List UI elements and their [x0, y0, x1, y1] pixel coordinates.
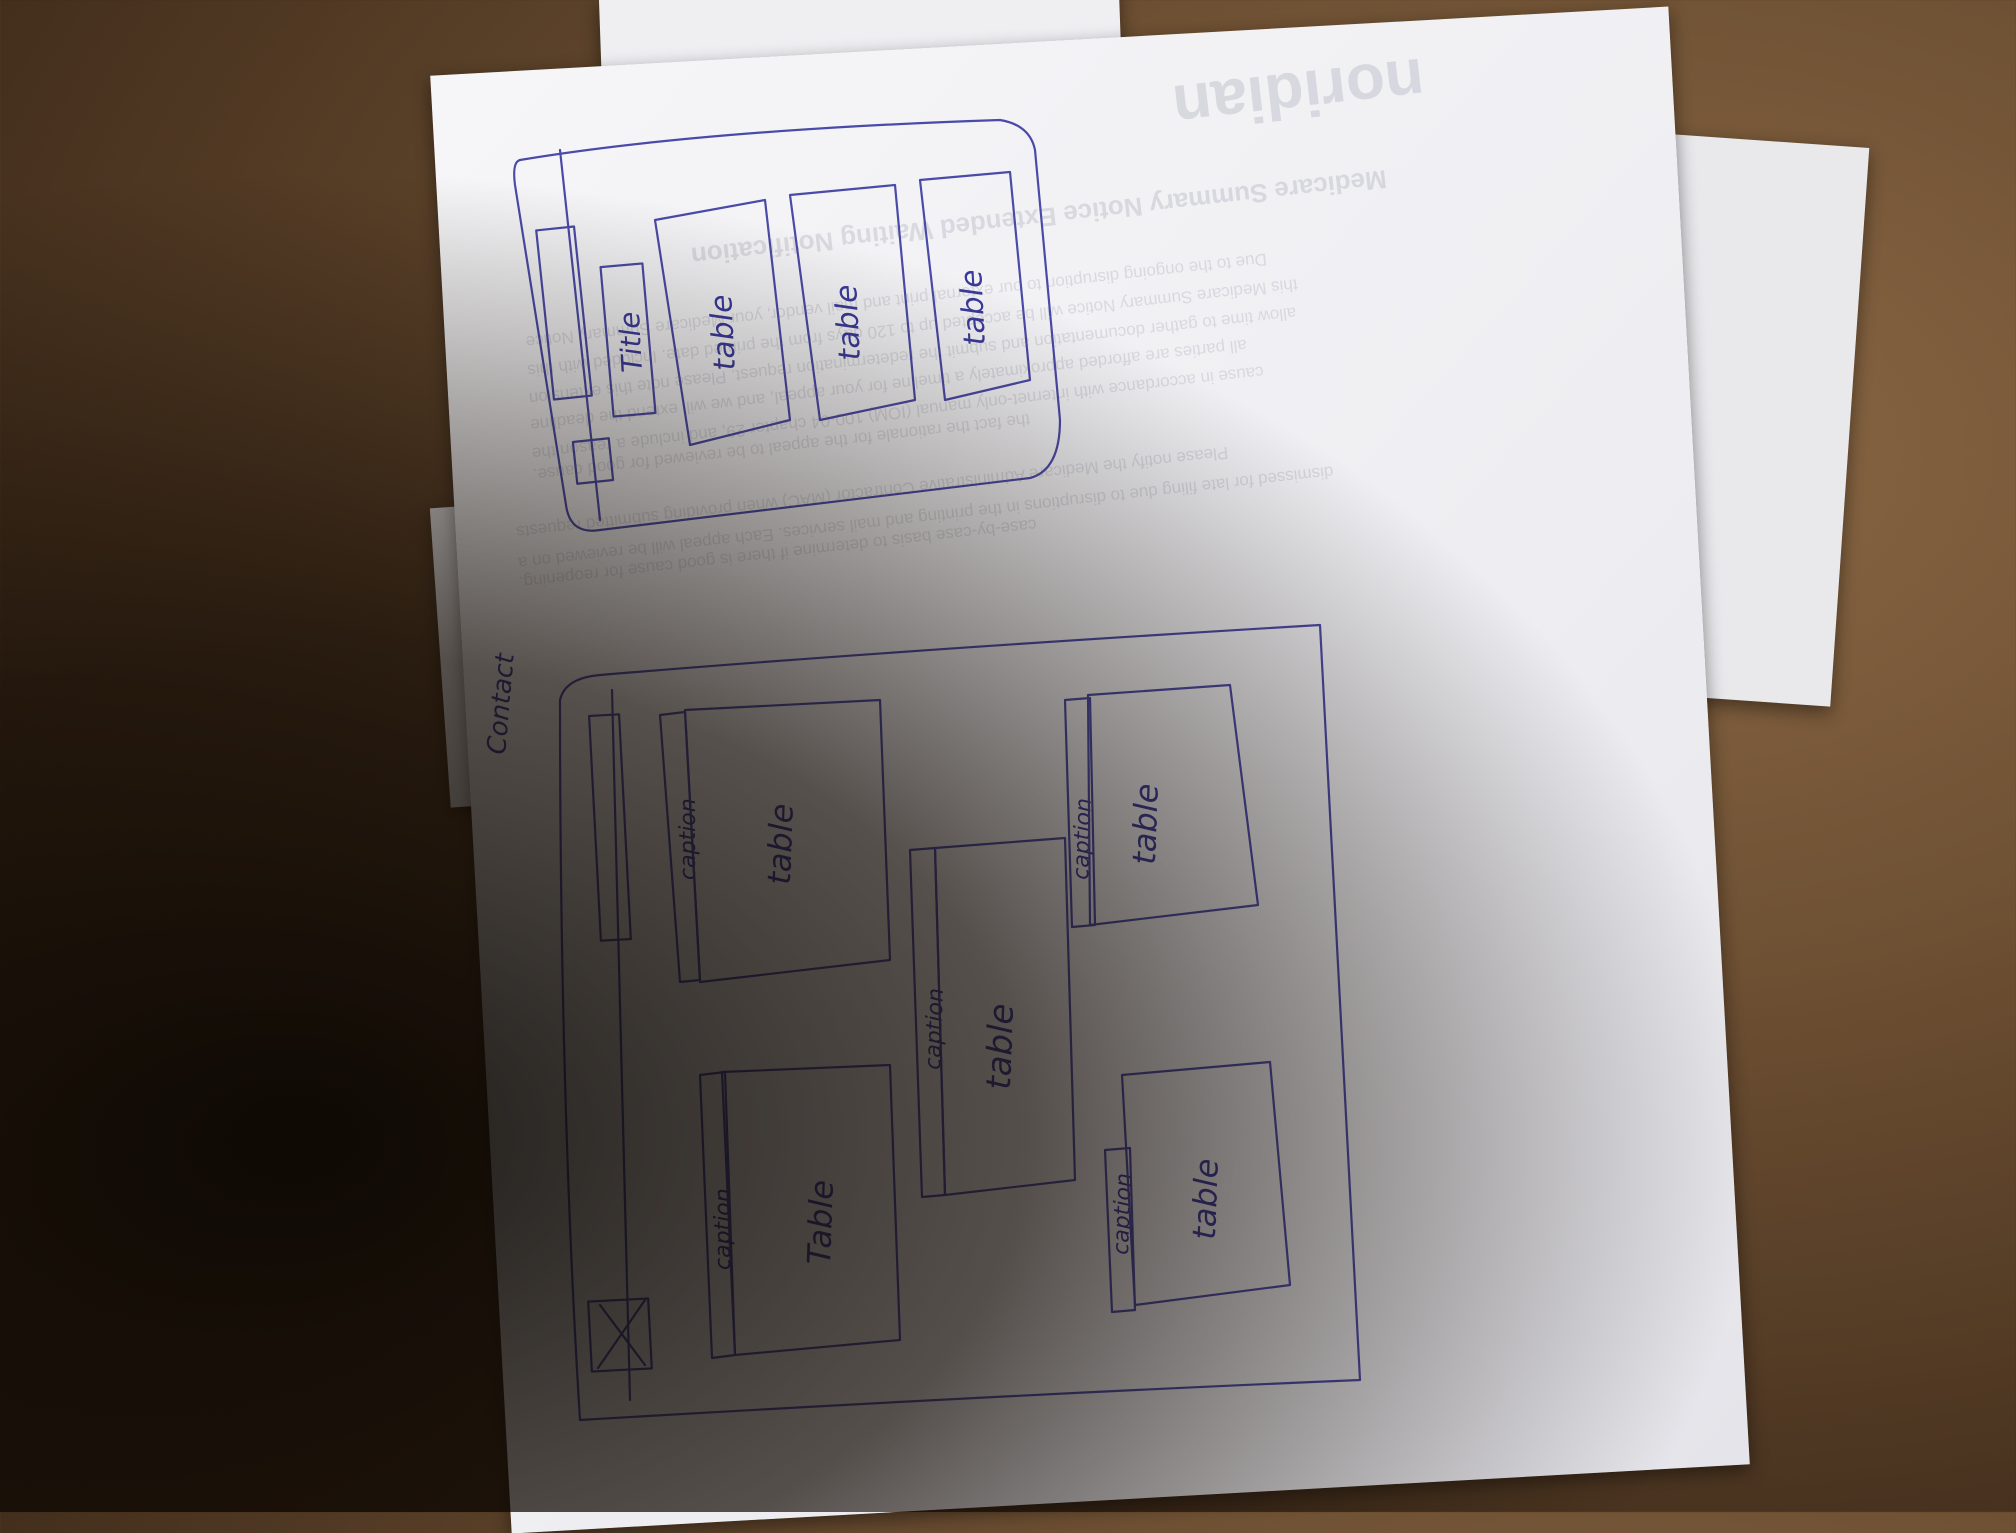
- desktop-caption-3-label: caption: [921, 988, 949, 1071]
- desktop-table-1-label: table: [760, 803, 801, 885]
- desktop-table-5-label: table: [1185, 1158, 1226, 1240]
- desktop-header-bar: [588, 713, 632, 942]
- desktop-caption-1-label: caption: [676, 798, 701, 880]
- desktop-wireframe: caption table caption Table caption tabl…: [558, 623, 1362, 1422]
- desktop-table-4-label: table: [1125, 783, 1166, 865]
- desktop-table-3-label: table: [979, 1003, 1022, 1090]
- mobile-title-label: Title: [613, 311, 649, 374]
- contact-note: Contact: [482, 651, 521, 755]
- mobile-table-2-label: table: [829, 284, 868, 362]
- desktop-table-2-label: Table: [800, 1179, 841, 1265]
- desktop-table-4: [1086, 683, 1260, 927]
- mobile-table-3-label: table: [954, 269, 993, 347]
- desktop-caption-5-label: caption: [1109, 1173, 1137, 1256]
- mobile-wireframe: Title table table table: [513, 118, 1062, 532]
- mobile-table-1-label: table: [704, 294, 743, 372]
- desktop-caption-2-label: caption: [711, 1188, 736, 1270]
- desktop-caption-4-label: caption: [1069, 798, 1097, 881]
